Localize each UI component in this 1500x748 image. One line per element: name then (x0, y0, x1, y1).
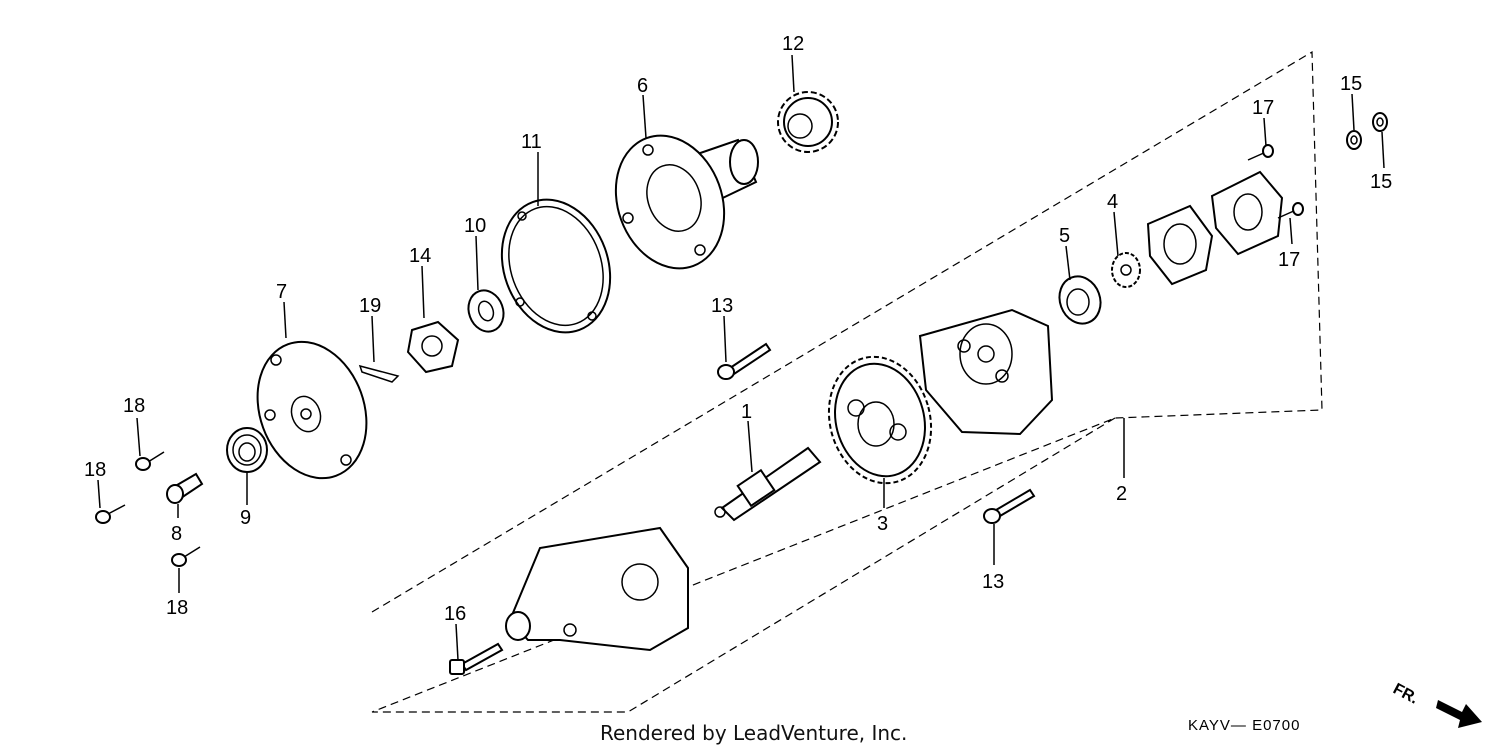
part-18-screw-c[interactable] (171, 546, 201, 567)
part-2-pump-body[interactable] (918, 308, 1054, 436)
callout-14: 14 (409, 245, 431, 267)
callout-18b: 18 (84, 459, 106, 481)
part-17-screw-a[interactable] (1247, 144, 1274, 161)
callout-17b: 17 (1278, 249, 1300, 271)
part-6-housing[interactable] (598, 120, 759, 283)
part-14-nut[interactable] (406, 320, 460, 374)
assembly-boundary (371, 50, 1323, 713)
pump-gasket-plate[interactable] (1146, 204, 1214, 286)
part-19-clip[interactable] (358, 364, 400, 383)
callout-2: 2 (1116, 483, 1127, 505)
direction-label: FR. (1390, 681, 1421, 708)
callout-10: 10 (464, 215, 486, 237)
part-4-rotor-inner[interactable] (1111, 252, 1141, 288)
callout-11: 11 (521, 131, 542, 153)
callout-17a: 17 (1252, 97, 1274, 119)
part-3-gear[interactable] (815, 345, 945, 495)
part-7-cover[interactable] (239, 326, 385, 493)
part-18-screw-b[interactable] (95, 504, 126, 524)
callout-19: 19 (359, 295, 381, 317)
callout-12: 12 (782, 33, 804, 55)
pump-cover-plate[interactable] (1210, 170, 1284, 256)
callout-18c: 18 (166, 597, 188, 619)
callout-16: 16 (444, 603, 466, 625)
callout-1: 1 (741, 401, 752, 423)
callout-3: 3 (877, 513, 888, 535)
part-5-rotor-outer[interactable] (1053, 271, 1107, 330)
part-13-bolt-a[interactable] (717, 342, 772, 380)
part-15-washer-a[interactable] (1346, 130, 1362, 150)
callout-8: 8 (171, 523, 182, 545)
callout-13b: 13 (982, 571, 1004, 593)
part-11-gasket[interactable] (484, 184, 628, 347)
part-18-screw-a[interactable] (135, 451, 165, 471)
credit-text: Rendered by LeadVenture, Inc. (600, 721, 907, 745)
diagram-code: KAYV— E0700 (1188, 717, 1300, 734)
callout-7: 7 (276, 281, 287, 303)
part-15-washer-b[interactable] (1372, 112, 1388, 132)
pump-body-lower[interactable] (505, 526, 689, 652)
part-1-shaft[interactable] (714, 446, 822, 522)
callout-5: 5 (1059, 225, 1070, 247)
callout-15a: 15 (1340, 73, 1362, 95)
leader-lines (97, 54, 1385, 661)
part-8-collar[interactable] (166, 472, 204, 504)
front-direction-indicator: FR. (1390, 681, 1482, 728)
part-12-gear[interactable] (777, 91, 839, 153)
callout-18a: 18 (123, 395, 145, 417)
part-13-bolt-b[interactable] (983, 488, 1036, 524)
part-16-bolt[interactable] (449, 642, 504, 675)
callout-9: 9 (240, 507, 251, 529)
part-17-screw-b[interactable] (1277, 202, 1304, 219)
callout-6: 6 (637, 75, 648, 97)
arrow-icon (1436, 700, 1482, 728)
callout-13a: 13 (711, 295, 733, 317)
callout-15b: 15 (1370, 171, 1392, 193)
callout-4: 4 (1107, 191, 1118, 213)
part-9-spring[interactable] (226, 427, 268, 473)
part-10-washer[interactable] (463, 285, 509, 336)
